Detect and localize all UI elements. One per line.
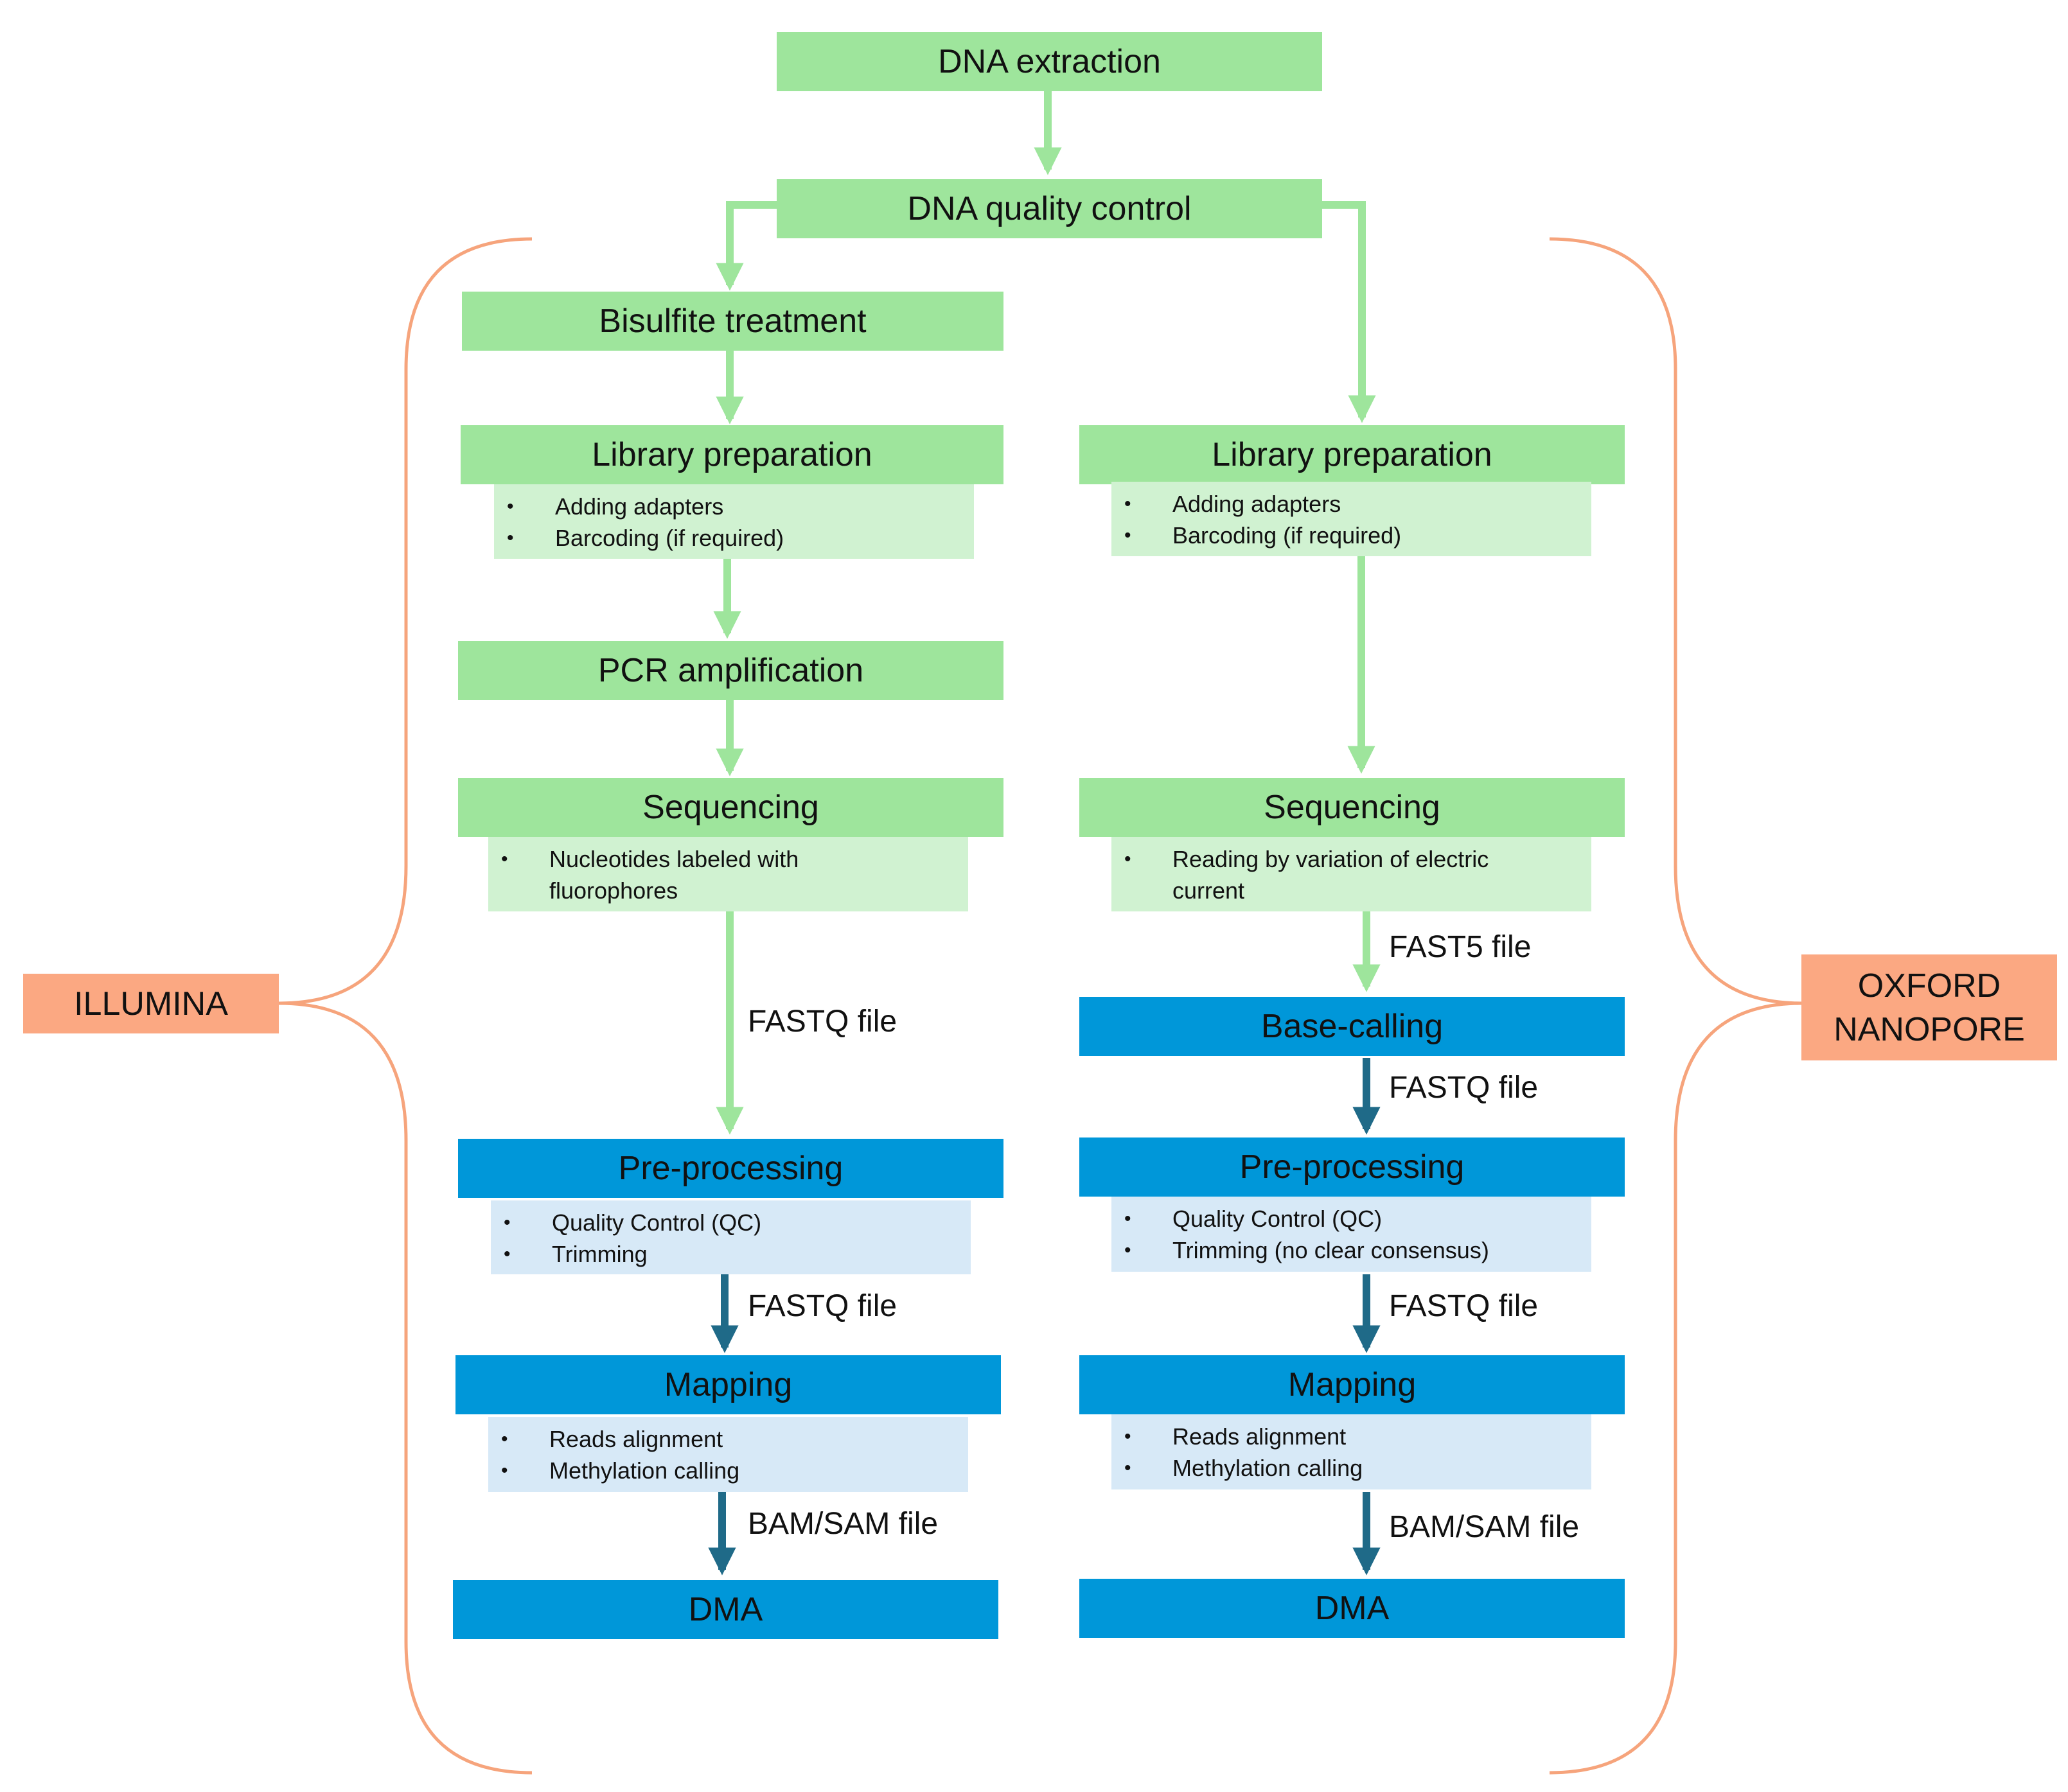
nanopore-library-details: Adding adapters Barcoding (if required) — [1111, 482, 1591, 556]
list-item: Reading by variation of electric current — [1111, 843, 1591, 906]
arrow-qc-to-bisulfite — [716, 201, 777, 291]
list-item: Reads alignment — [1111, 1421, 1591, 1452]
nanopore-sequencing-item-line1: Reading by variation of electric — [1172, 846, 1489, 872]
nanopore-sequencing-text: Sequencing — [1264, 789, 1440, 826]
illumina-mapping-box: Mapping — [455, 1355, 1001, 1414]
illumina-sequencing-box: Sequencing — [458, 778, 1003, 837]
nanopore-sequencing-item-line2: current — [1172, 877, 1245, 904]
illumina-mapping-text: Mapping — [664, 1366, 793, 1403]
nanopore-library-text: Library preparation — [1212, 436, 1492, 473]
list-item: Quality Control (QC) — [491, 1207, 971, 1238]
list-item: Barcoding (if required) — [494, 522, 974, 554]
list-item: Methylation calling — [1111, 1452, 1591, 1484]
nanopore-mapping-box: Mapping — [1079, 1355, 1625, 1414]
list-item: Reads alignment — [488, 1423, 968, 1455]
illumina-sequencing-text: Sequencing — [642, 789, 819, 826]
dna-quality-control-box: DNA quality control — [777, 179, 1322, 238]
list-item: Adding adapters — [1111, 488, 1591, 520]
nanopore-text-line1: OXFORD — [1857, 967, 2001, 1005]
illumina-preprocessing-details: Quality Control (QC) Trimming — [491, 1200, 971, 1274]
nanopore-label: OXFORD NANOPORE — [1801, 954, 2057, 1060]
illumina-sequencing-item-line1: Nucleotides labeled with — [549, 846, 799, 872]
nanopore-fastq-label-1: FASTQ file — [1389, 1071, 1539, 1105]
nanopore-text-line2: NANOPORE — [1834, 1010, 2025, 1048]
arrow-qc-to-nanopore-library — [1322, 201, 1376, 423]
illumina-pcr-text: PCR amplification — [597, 652, 864, 689]
illumina-library-text: Library preparation — [592, 436, 872, 473]
dna-extraction-text: DNA extraction — [938, 43, 1161, 80]
illumina-mapping-details: Reads alignment Methylation calling — [488, 1417, 968, 1492]
list-item: Trimming (no clear consensus) — [1111, 1234, 1591, 1266]
list-item: Adding adapters — [494, 491, 974, 522]
nanopore-preprocessing-box: Pre-processing — [1079, 1138, 1625, 1197]
illumina-text: ILLUMINA — [74, 985, 228, 1023]
illumina-pcr-box: PCR amplification — [458, 641, 1003, 700]
nanopore-sequencing-details: Reading by variation of electric current — [1111, 837, 1591, 911]
list-item: Trimming — [491, 1238, 971, 1270]
nanopore-basecalling-text: Base-calling — [1260, 1008, 1444, 1045]
nanopore-mapping-details: Reads alignment Methylation calling — [1111, 1414, 1591, 1489]
nanopore-preprocessing-details: Quality Control (QC) Trimming (no clear … — [1111, 1197, 1591, 1272]
list-item: Methylation calling — [488, 1455, 968, 1486]
nanopore-sequencing-box: Sequencing — [1079, 778, 1625, 837]
illumina-preprocessing-box: Pre-processing — [458, 1139, 1003, 1198]
list-item: Nucleotides labeled with fluorophores — [488, 843, 968, 906]
illumina-preprocessing-text: Pre-processing — [618, 1150, 844, 1187]
illumina-sequencing-item-line2: fluorophores — [549, 877, 678, 904]
nanopore-basecalling-box: Base-calling — [1079, 997, 1625, 1056]
dna-quality-control-text: DNA quality control — [907, 190, 1192, 227]
dna-extraction-box: DNA extraction — [777, 32, 1322, 91]
list-item: Quality Control (QC) — [1111, 1203, 1591, 1234]
nanopore-fast5-label: FAST5 file — [1389, 930, 1532, 964]
illumina-label: ILLUMINA — [23, 974, 279, 1033]
list-item: Barcoding (if required) — [1111, 520, 1591, 551]
nanopore-dma-box: DMA — [1079, 1579, 1625, 1638]
nanopore-dma-text: DMA — [1314, 1590, 1390, 1627]
illumina-library-details: Adding adapters Barcoding (if required) — [494, 484, 974, 559]
illumina-fastq-label-2: FASTQ file — [748, 1289, 897, 1323]
illumina-library-box: Library preparation — [461, 425, 1003, 484]
nanopore-library-box: Library preparation — [1079, 425, 1625, 484]
illumina-sequencing-details: Nucleotides labeled with fluorophores — [488, 837, 968, 911]
illumina-fastq-label-1: FASTQ file — [748, 1005, 897, 1039]
illumina-dma-box: DMA — [453, 1580, 998, 1639]
nanopore-fastq-label-2: FASTQ file — [1389, 1289, 1539, 1323]
illumina-bam-label: BAM/SAM file — [748, 1507, 939, 1541]
illumina-bisulfite-box: Bisulfite treatment — [462, 292, 1003, 351]
nanopore-mapping-text: Mapping — [1287, 1366, 1417, 1403]
illumina-dma-text: DMA — [688, 1591, 763, 1628]
illumina-bisulfite-text: Bisulfite treatment — [599, 303, 867, 340]
nanopore-preprocessing-text: Pre-processing — [1239, 1148, 1465, 1186]
nanopore-bam-label: BAM/SAM file — [1389, 1510, 1580, 1544]
illumina-brace — [278, 237, 533, 1775]
